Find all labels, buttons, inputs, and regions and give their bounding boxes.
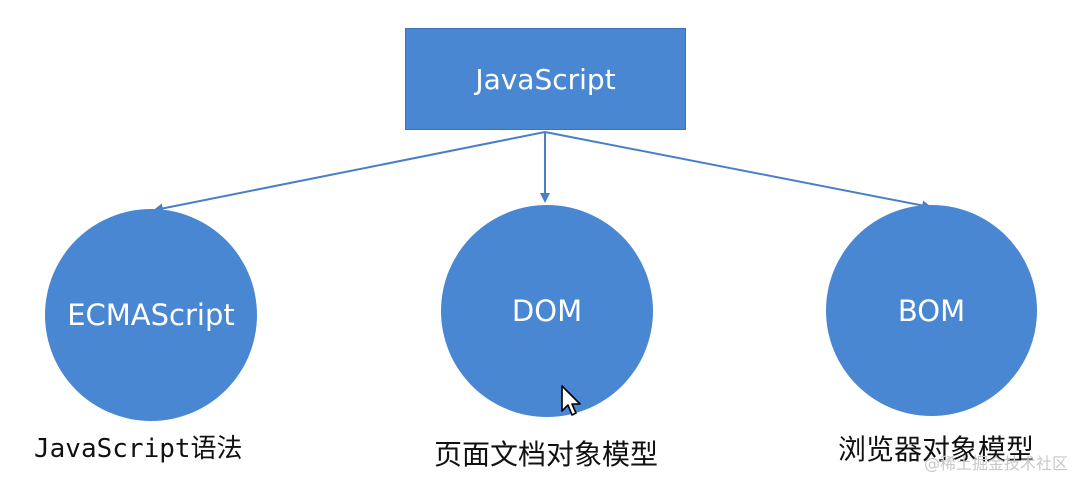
javascript-root-node: JavaScript [405,28,686,130]
dom-label: DOM [511,294,583,328]
watermark: @稀土掘金技术社区 [924,454,1069,473]
bom-caption: 浏览器对象模型 [838,433,1035,466]
dom-caption: 页面文档对象模型 [434,438,659,471]
dom-node: DOM [441,205,653,417]
mouse-pointer-icon [561,385,581,416]
ecmascript-node: ECMAScript [45,209,257,421]
arrow-to-bom [544,131,932,211]
ecmascript-caption: JavaScript语法 [34,434,243,464]
arrow-to-ecmascript [153,131,546,214]
ecmascript-label: ECMAScript [67,298,235,332]
javascript-root-label: JavaScript [475,62,616,96]
bom-label: BOM [897,293,966,328]
bom-node: BOM [826,205,1037,416]
